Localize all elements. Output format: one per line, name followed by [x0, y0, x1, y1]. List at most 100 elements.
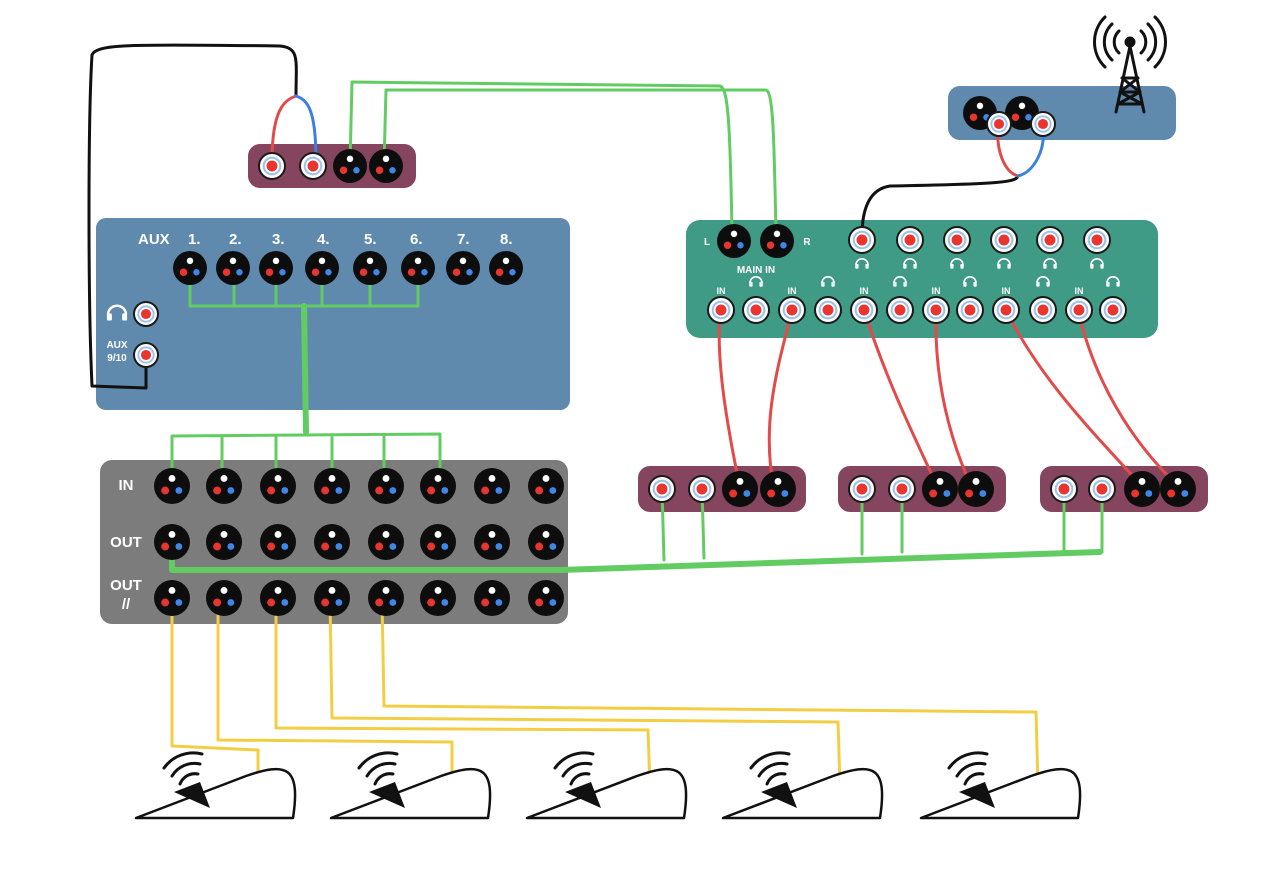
aux-output-7-xlr[interactable] — [446, 251, 480, 285]
stagebox-in-8-xlr[interactable] — [528, 468, 564, 504]
interface-headphone-out-4-trs[interactable] — [990, 226, 1018, 254]
main-in-label: MAIN IN — [737, 265, 775, 276]
wedge-monitor-speaker-icon-4 — [721, 751, 884, 820]
interface-in-label-4: IN — [932, 286, 941, 296]
splitter-3-trs-2[interactable] — [1088, 475, 1116, 503]
wedge-monitor-speaker-icon-3 — [525, 751, 688, 820]
top-splitter-xlr-2[interactable] — [369, 149, 403, 183]
main-in-left-xlr[interactable] — [717, 224, 751, 258]
interface-headphone-out-1-trs[interactable] — [848, 226, 876, 254]
interface-in-3-trs[interactable] — [850, 296, 878, 324]
aux-headphone-icon — [106, 304, 128, 321]
interface-hp-3-trs[interactable] — [886, 296, 914, 324]
splitter-1-xlr-1[interactable] — [722, 471, 758, 507]
interface-hp-2-trs[interactable] — [814, 296, 842, 324]
main-in-right-xlr[interactable] — [760, 224, 794, 258]
interface-hp-6-trs[interactable] — [1099, 296, 1127, 324]
aux-9-10-label-line2: 9/10 — [107, 353, 127, 364]
xlr-jacks — [154, 96, 1196, 811]
splitter-2-xlr-2[interactable] — [958, 471, 994, 507]
aux-label: AUX — [138, 231, 170, 248]
interface-bottom-headphone-icon-6 — [1106, 275, 1120, 287]
receiver-trs-1[interactable] — [986, 111, 1012, 137]
stagebox-out-parallel-2-xlr[interactable] — [206, 580, 242, 616]
stagebox-out-parallel-7-xlr[interactable] — [474, 580, 510, 616]
stagebox-in-7-xlr[interactable] — [474, 468, 510, 504]
aux-output-2-xlr[interactable] — [216, 251, 250, 285]
interface-headphone-out-6-trs[interactable] — [1083, 226, 1111, 254]
stagebox-out-parallel-6-xlr[interactable] — [420, 580, 456, 616]
stagebox-in-3-xlr[interactable] — [260, 468, 296, 504]
stagebox-in-4-xlr[interactable] — [314, 468, 350, 504]
interface-headphone-out-5-trs[interactable] — [1036, 226, 1064, 254]
stagebox-in-6-xlr[interactable] — [420, 468, 456, 504]
stagebox-out-parallel-1-xlr[interactable] — [154, 580, 190, 616]
aux-output-8-xlr[interactable] — [489, 251, 523, 285]
green-cable-splitter-drops — [660, 488, 1104, 562]
interface-in-2-trs[interactable] — [778, 296, 806, 324]
splitter-1-trs-1[interactable] — [648, 475, 676, 503]
green-cable-aux-trunk — [301, 303, 309, 435]
top-splitter-xlr-1[interactable] — [333, 149, 367, 183]
interface-hp-1-trs[interactable] — [742, 296, 770, 324]
interface-in-label-6: IN — [1075, 286, 1084, 296]
stagebox-out-3-xlr[interactable] — [260, 524, 296, 560]
interface-bottom-headphone-icon-1 — [749, 275, 763, 287]
interface-in-5-trs[interactable] — [992, 296, 1020, 324]
stagebox-out-parallel-5-xlr[interactable] — [368, 580, 404, 616]
aux-output-5-xlr[interactable] — [353, 251, 387, 285]
stagebox-in-2-xlr[interactable] — [206, 468, 242, 504]
top-splitter-trs-1[interactable] — [258, 152, 286, 180]
splitter-2-xlr-1[interactable] — [922, 471, 958, 507]
headphone-icons — [106, 257, 1120, 321]
stagebox-out-6-xlr[interactable] — [420, 524, 456, 560]
splitter-3-xlr-1[interactable] — [1124, 471, 1160, 507]
stagebox-out-4-xlr[interactable] — [314, 524, 350, 560]
splitter-3-trs-1[interactable] — [1050, 475, 1078, 503]
interface-in-6-trs[interactable] — [1065, 296, 1093, 324]
aux-headphone-out-trs[interactable] — [133, 301, 159, 327]
stagebox-out-8-xlr[interactable] — [528, 524, 564, 560]
yellow-cable-monitor-1 — [170, 598, 260, 788]
receiver-trs-2[interactable] — [1030, 111, 1056, 137]
interface-headphone-out-3-trs[interactable] — [943, 226, 971, 254]
stagebox-out-parallel-3-xlr[interactable] — [260, 580, 296, 616]
splitter-1-trs-2[interactable] — [688, 475, 716, 503]
interface-bottom-headphone-icon-2 — [821, 275, 835, 287]
interface-bottom-headphone-icon-5 — [1036, 275, 1050, 287]
splitter-1-xlr-2[interactable] — [760, 471, 796, 507]
interface-in-label-5: IN — [1002, 286, 1011, 296]
interface-in-1-trs[interactable] — [707, 296, 735, 324]
wedge-monitor-speaker-icon-1 — [134, 751, 297, 820]
aux-9-10-out-trs[interactable] — [133, 342, 159, 368]
aux-output-1-xlr[interactable] — [173, 251, 207, 285]
aux-number-1: 1. — [188, 231, 201, 248]
red-cable-in-4 — [934, 308, 974, 490]
aux-output-4-xlr[interactable] — [305, 251, 339, 285]
aux-output-6-xlr[interactable] — [401, 251, 435, 285]
radio-tower-icon — [1092, 15, 1168, 114]
stagebox-out-2-xlr[interactable] — [206, 524, 242, 560]
interface-hp-5-trs[interactable] — [1029, 296, 1057, 324]
splitter-2-trs-1[interactable] — [848, 475, 876, 503]
stagebox-in-5-xlr[interactable] — [368, 468, 404, 504]
wedge-monitor-speaker-icon-2 — [329, 751, 492, 820]
stagebox-out-parallel-4-xlr[interactable] — [314, 580, 350, 616]
stagebox-in-1-xlr[interactable] — [154, 468, 190, 504]
aux-output-3-xlr[interactable] — [259, 251, 293, 285]
main-in-right-label: R — [803, 237, 811, 248]
splitter-3-xlr-2[interactable] — [1160, 471, 1196, 507]
interface-headphone-out-2-trs[interactable] — [896, 226, 924, 254]
stagebox-out-parallel-line2: // — [122, 596, 131, 613]
yellow-cable-monitor-3 — [274, 598, 652, 788]
stagebox-out-1-xlr[interactable] — [154, 524, 190, 560]
stagebox-out-parallel-8-xlr[interactable] — [528, 580, 564, 616]
stagebox-out-5-xlr[interactable] — [368, 524, 404, 560]
trs-jacks — [133, 111, 1127, 503]
top-splitter-trs-2[interactable] — [299, 152, 327, 180]
interface-hp-4-trs[interactable] — [956, 296, 984, 324]
stagebox-out-parallel-line1: OUT — [110, 577, 142, 594]
interface-in-4-trs[interactable] — [922, 296, 950, 324]
splitter-2-trs-2[interactable] — [888, 475, 916, 503]
stagebox-out-7-xlr[interactable] — [474, 524, 510, 560]
